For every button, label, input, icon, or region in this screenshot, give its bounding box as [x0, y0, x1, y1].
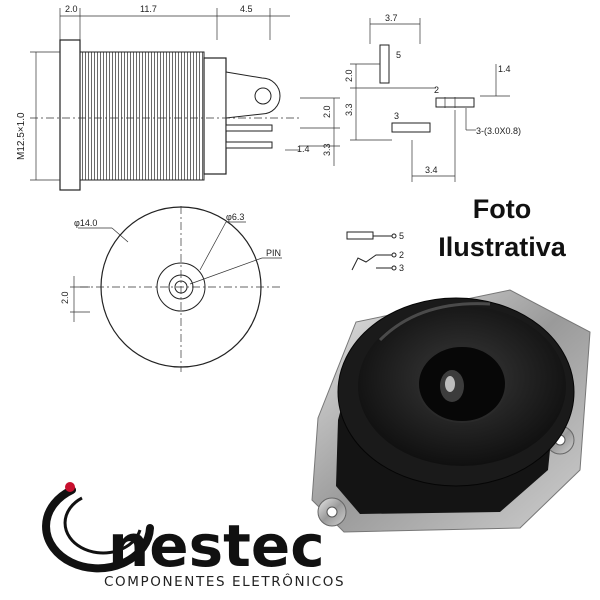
pin-layout-view: 3.7 5 2 3 2.0 3.3 1.4 3-(3.0X0.8) 3.4 — [344, 13, 521, 182]
brand-wordmark: nestec — [108, 512, 325, 580]
pin-dim-3: 3 — [394, 111, 399, 121]
dim-11-7-top: 11.7 — [140, 4, 157, 14]
pin-dim-2-0: 2.0 — [344, 69, 354, 82]
schematic-symbol: 5 2 3 — [346, 231, 404, 273]
schematic-pin-2: 2 — [399, 250, 404, 260]
pin-size-label: 3-(3.0X0.8) — [476, 126, 521, 136]
logo-accent-dot — [65, 482, 75, 492]
pin-dim-3-7: 3.7 — [385, 13, 398, 23]
side-view: 2.0 11.7 4.5 M12.5×1.0 2.0 3.3 1.4 — [16, 4, 340, 191]
nestec-logo: nestec — [42, 482, 325, 580]
dim-2-0-top: 2.0 — [65, 4, 78, 14]
dc-jack-photo — [311, 289, 591, 533]
thread-label: M12.5×1.0 — [16, 112, 27, 160]
pin-dim-5: 5 — [396, 50, 401, 60]
side-dim-1-4: 1.4 — [297, 144, 310, 154]
brand-tagline: COMPONENTES ELETRÔNICOS — [104, 574, 346, 590]
front-dim-2-0: 2.0 — [60, 291, 70, 304]
dim-4-5-top: 4.5 — [240, 4, 253, 14]
pin-dim-2: 2 — [434, 85, 439, 95]
front-view: φ14.0 φ6.3 PIN 2.0 — [60, 206, 282, 372]
photo-label-line-2: Ilustrativa — [438, 232, 566, 262]
pin-dim-3-4: 3.4 — [425, 165, 438, 175]
pin-label: PIN — [266, 248, 281, 258]
photo-label-line-1: Foto — [472, 194, 532, 224]
schematic-pin-5: 5 — [399, 231, 404, 241]
dia-inner-label: φ6.3 — [226, 212, 244, 222]
dia-outer-label: φ14.0 — [74, 218, 97, 228]
pin-dim-3-3: 3.3 — [344, 103, 354, 116]
schematic-pin-3: 3 — [399, 263, 404, 273]
pin-dim-1-4: 1.4 — [498, 64, 511, 74]
side-dim-2-0: 2.0 — [322, 105, 332, 118]
side-dim-3-3: 3.3 — [322, 143, 332, 156]
